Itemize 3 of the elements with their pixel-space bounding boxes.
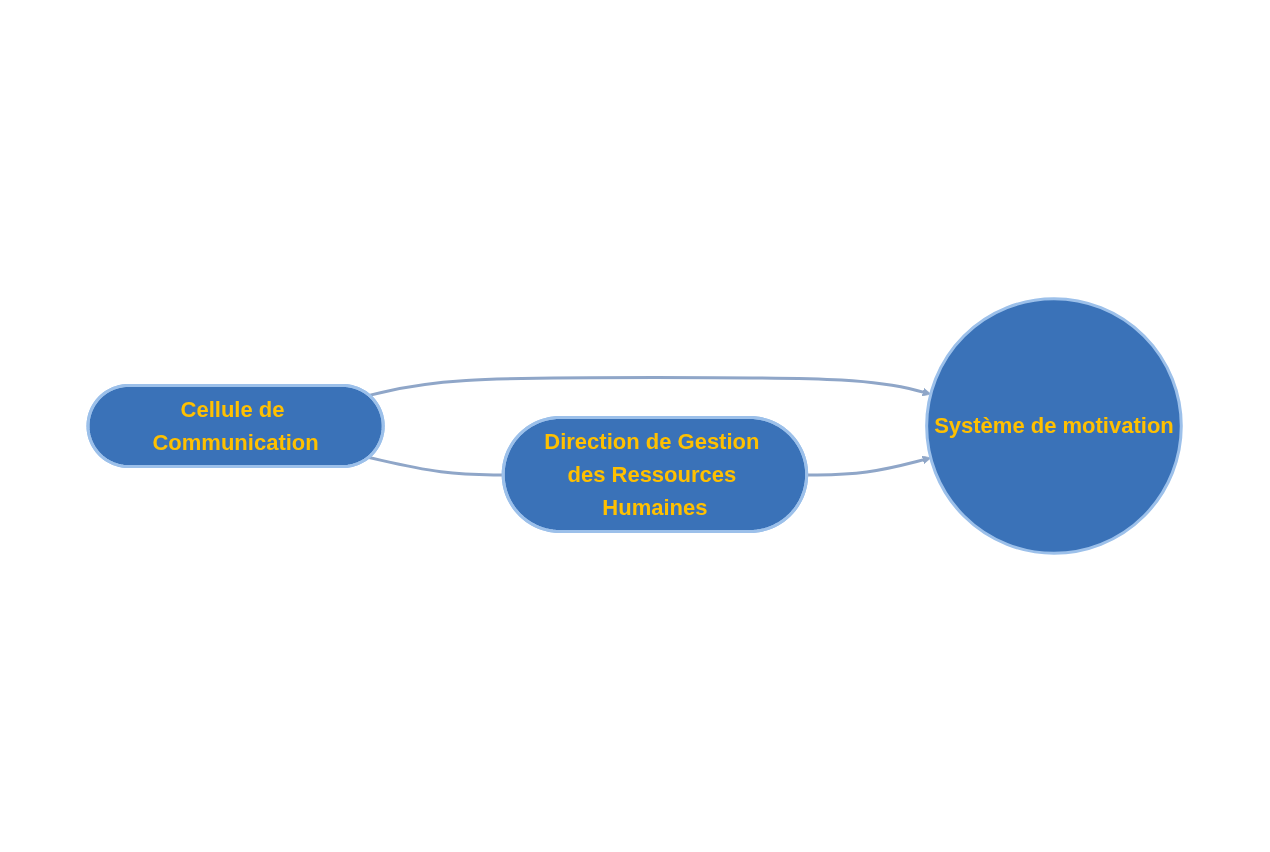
arrow xyxy=(807,455,932,477)
node-circle: Système de motivation xyxy=(925,297,1184,555)
arrow xyxy=(369,376,932,397)
